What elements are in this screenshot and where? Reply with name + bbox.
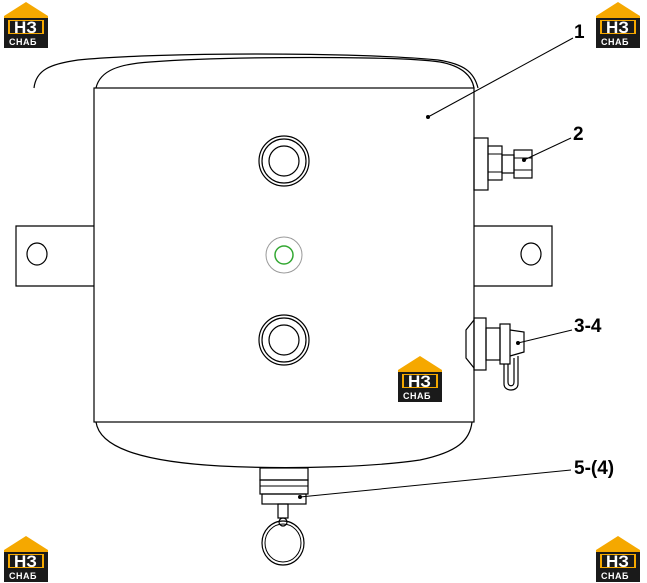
watermark-line1: НЗ <box>606 18 629 37</box>
watermark-line1: НЗ <box>606 552 629 571</box>
watermark-logo-top-right: НЗ СНАБ <box>595 1 641 49</box>
watermark-line1: НЗ <box>14 18 37 37</box>
callout-3-4: 3-4 <box>574 316 602 337</box>
watermark-line1: НЗ <box>408 372 431 391</box>
side-fitting-item-2 <box>473 137 533 191</box>
drain-valve-item-3-4 <box>465 317 525 391</box>
watermark-logo-top-left: НЗ СНАБ <box>3 1 49 49</box>
watermark-logo-bottom-right: НЗ СНАБ <box>595 535 641 583</box>
watermark-line2: СНАБ <box>601 37 629 47</box>
watermark-logo-center: НЗ СНАБ <box>397 355 443 403</box>
callout-5-4: 5-(4) <box>574 458 614 479</box>
watermark-logo-bottom-left: НЗ СНАБ <box>3 535 49 583</box>
bottom-drain-item-5 <box>259 467 309 566</box>
watermark-line2: СНАБ <box>9 571 37 581</box>
watermark-line2: СНАБ <box>9 37 37 47</box>
watermark-line1: НЗ <box>14 552 37 571</box>
leader-lines <box>298 37 574 499</box>
callout-2: 2 <box>573 124 584 145</box>
tank-body <box>33 53 479 469</box>
center-port <box>265 236 303 274</box>
left-mounting-bracket <box>15 225 94 287</box>
lower-port <box>258 314 310 366</box>
watermark-line2: СНАБ <box>403 391 431 401</box>
callout-1: 1 <box>574 22 585 43</box>
upper-port <box>258 135 310 187</box>
right-mounting-bracket <box>474 225 553 287</box>
watermark-line2: СНАБ <box>601 571 629 581</box>
